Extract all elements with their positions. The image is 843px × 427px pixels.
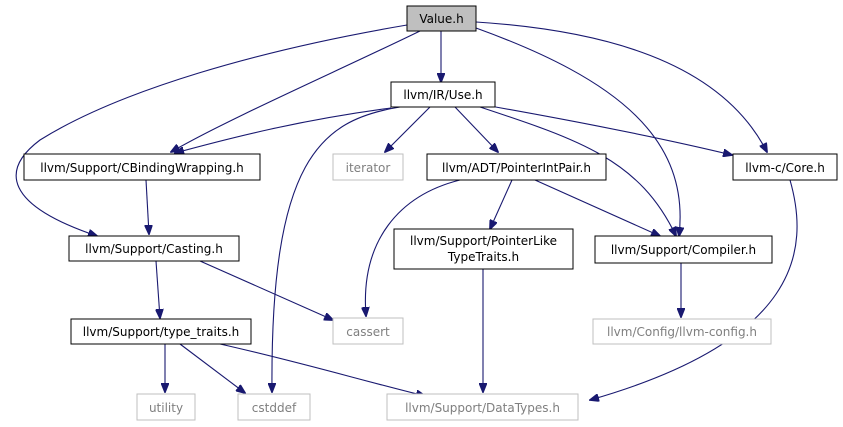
edge-pointerintpair-to-cassert bbox=[365, 179, 461, 316]
node-pointerlike-h-label-line1: llvm/Support/PointerLike bbox=[410, 234, 557, 248]
edge-cbinding-to-casting bbox=[146, 179, 149, 234]
node-iterator[interactable]: iterator bbox=[332, 153, 404, 181]
node-core-h[interactable]: llvm-c/Core.h bbox=[732, 153, 838, 181]
edge-use-to-pointerintpair bbox=[454, 106, 498, 152]
node-cassert[interactable]: cassert bbox=[332, 317, 404, 345]
edge-value-to-compiler bbox=[475, 27, 680, 236]
node-use-h[interactable]: llvm/IR/Use.h bbox=[390, 81, 496, 108]
node-cstddef-label: cstddef bbox=[252, 401, 297, 415]
node-value-h[interactable]: Value.h bbox=[406, 5, 477, 32]
node-llvm-config-h[interactable]: llvm/Config/llvm-config.h bbox=[592, 318, 772, 345]
node-compiler-h[interactable]: llvm/Support/Compiler.h bbox=[594, 235, 773, 264]
node-type-traits-h-label: llvm/Support/type_traits.h bbox=[83, 325, 240, 339]
edge-type-traits-to-datatypes bbox=[219, 343, 425, 396]
node-iterator-label: iterator bbox=[346, 161, 391, 175]
node-utility[interactable]: utility bbox=[136, 393, 196, 421]
edge-use-to-core bbox=[489, 105, 732, 155]
node-value-h-label: Value.h bbox=[419, 12, 463, 26]
edge-value-to-core bbox=[475, 21, 767, 152]
edge-casting-to-type-traits bbox=[156, 260, 160, 318]
edge-pointerintpair-to-pointerlike bbox=[490, 179, 513, 229]
node-cassert-label: cassert bbox=[346, 325, 390, 339]
edge-use-to-cbinding bbox=[175, 107, 392, 153]
node-pointerintpair-h[interactable]: llvm/ADT/PointerIntPair.h bbox=[426, 153, 607, 181]
edge-value-to-cbinding bbox=[171, 30, 421, 152]
edge-casting-to-cassert bbox=[199, 260, 333, 320]
node-pointerlike-h[interactable]: llvm/Support/PointerLike TypeTraits.h bbox=[393, 228, 574, 270]
node-cstddef[interactable]: cstddef bbox=[237, 393, 311, 421]
node-datatypes-h-label: llvm/Support/DataTypes.h bbox=[405, 401, 560, 415]
node-pointerlike-h-label-line2: TypeTraits.h bbox=[447, 250, 519, 264]
edge-use-to-cstddef bbox=[272, 106, 401, 392]
node-casting-h-label: llvm/Support/Casting.h bbox=[85, 242, 223, 256]
node-compiler-h-label: llvm/Support/Compiler.h bbox=[611, 243, 756, 257]
edges bbox=[15, 21, 798, 400]
node-cbinding-h-label: llvm/Support/CBindingWrapping.h bbox=[40, 161, 244, 175]
node-use-h-label: llvm/IR/Use.h bbox=[403, 88, 482, 102]
node-casting-h[interactable]: llvm/Support/Casting.h bbox=[68, 235, 240, 262]
node-datatypes-h[interactable]: llvm/Support/DataTypes.h bbox=[386, 393, 579, 421]
edge-core-to-datatypes bbox=[590, 179, 798, 400]
edge-type-traits-to-cstddef bbox=[179, 343, 245, 393]
node-pointerintpair-h-label: llvm/ADT/PointerIntPair.h bbox=[442, 161, 591, 175]
node-utility-label: utility bbox=[149, 401, 183, 415]
edge-pointerintpair-to-compiler bbox=[534, 179, 660, 236]
edge-value-to-casting bbox=[15, 24, 408, 236]
node-type-traits-h[interactable]: llvm/Support/type_traits.h bbox=[70, 318, 252, 345]
node-llvm-config-h-label: llvm/Config/llvm-config.h bbox=[607, 325, 757, 339]
node-cbinding-h[interactable]: llvm/Support/CBindingWrapping.h bbox=[23, 153, 261, 181]
node-core-h-label: llvm-c/Core.h bbox=[745, 161, 825, 175]
edge-use-to-iterator bbox=[385, 106, 431, 152]
